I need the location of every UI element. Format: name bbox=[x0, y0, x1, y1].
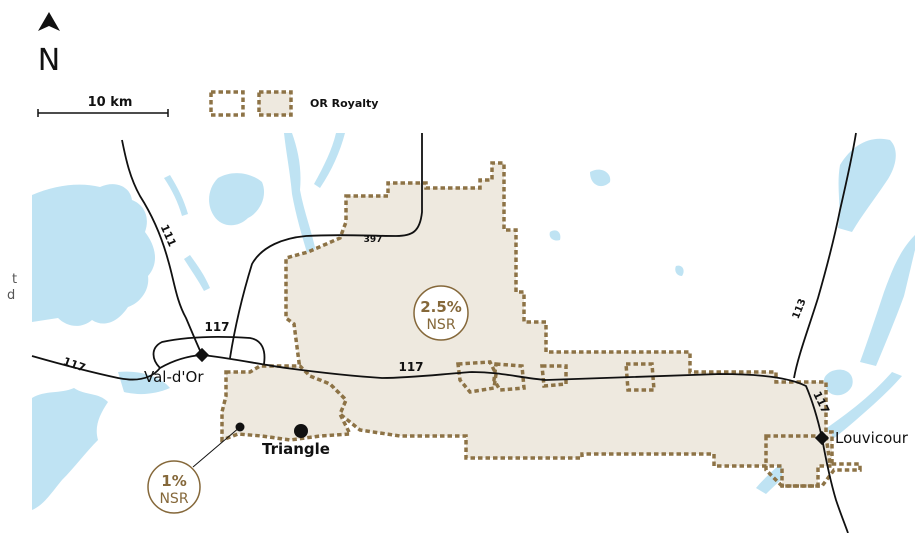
triangle-label: Triangle bbox=[262, 440, 330, 458]
mid-claim-a bbox=[456, 360, 498, 394]
north-arrow-icon bbox=[38, 12, 60, 31]
scale-bar-label: 10 km bbox=[88, 95, 133, 110]
nsr-leader-line bbox=[192, 426, 241, 468]
east-lake-right bbox=[860, 235, 915, 366]
nsr-small-word: NSR bbox=[159, 491, 188, 507]
east-pond-3 bbox=[675, 265, 684, 276]
road-south-east bbox=[821, 437, 849, 533]
east-lake-upper bbox=[838, 138, 896, 232]
east-lake-lower bbox=[823, 369, 853, 396]
road-label-117-center: 117 bbox=[398, 360, 423, 374]
nsr-badge-large: 2.5% NSR bbox=[413, 285, 469, 341]
clipped-text-1: t bbox=[12, 272, 17, 287]
road-label-113: 113 bbox=[791, 297, 809, 321]
nsr-small-pct: 1% bbox=[161, 472, 186, 490]
scale-bar: 10 km bbox=[37, 95, 169, 117]
legend-swatch-outline bbox=[209, 90, 245, 117]
south-inlet bbox=[118, 371, 170, 395]
legend-swatch-filled bbox=[257, 90, 293, 117]
nsr-badge-small: 1% NSR bbox=[147, 460, 201, 514]
mid-claim-b bbox=[492, 362, 526, 392]
nsr-large-pct: 2.5% bbox=[420, 298, 462, 316]
west-lake bbox=[32, 184, 156, 326]
val-dor-label: Val-d'Or bbox=[144, 368, 204, 386]
road-397 bbox=[229, 133, 423, 359]
north-branch-2 bbox=[314, 133, 345, 188]
roads bbox=[31, 132, 857, 533]
legend-label: OR Royalty bbox=[310, 97, 378, 110]
road-117-loop bbox=[152, 335, 266, 369]
north-letter: N bbox=[38, 43, 60, 78]
road-label-117-north: 117 bbox=[204, 320, 229, 334]
legend: OR Royalty bbox=[209, 90, 378, 117]
road-113 bbox=[793, 132, 857, 379]
val-dor-marker bbox=[194, 347, 210, 363]
west-claim-outline bbox=[220, 364, 353, 443]
road-117-main bbox=[31, 354, 823, 439]
clipped-text-2: d bbox=[7, 288, 15, 303]
mid-claim-d bbox=[624, 362, 656, 392]
nsr-large-word: NSR bbox=[426, 317, 455, 333]
north-branch bbox=[284, 133, 316, 256]
stream-a bbox=[164, 175, 188, 216]
main-claim-outline bbox=[284, 161, 834, 488]
road-label-397: 397 bbox=[364, 235, 383, 245]
nsr-leader-dot bbox=[235, 422, 245, 432]
royalty-claims bbox=[220, 161, 862, 488]
louvicourt-marker bbox=[814, 430, 830, 446]
stream-b bbox=[184, 255, 210, 291]
north-arrow: N bbox=[38, 12, 60, 78]
road-111 bbox=[121, 139, 203, 356]
east-claim-e bbox=[764, 434, 862, 488]
west-bay bbox=[32, 388, 108, 510]
east-pond-2 bbox=[549, 230, 561, 241]
road-label-117-west: 117 bbox=[61, 355, 87, 375]
louvicourt-label: Louvicour bbox=[835, 429, 909, 447]
triangle-marker bbox=[294, 424, 308, 438]
east-pond-1 bbox=[590, 169, 611, 187]
north-lake bbox=[209, 173, 265, 226]
